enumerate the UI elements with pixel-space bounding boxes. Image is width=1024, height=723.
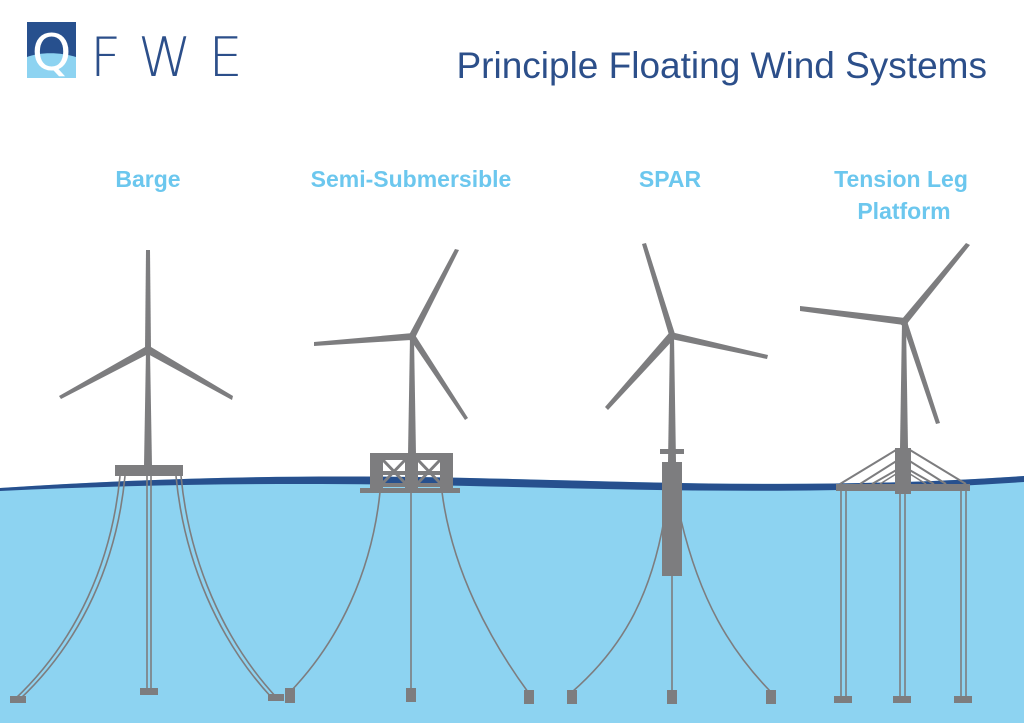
label-semi-submersible: Semi-Submersible (311, 166, 512, 192)
wave-crest (0, 476, 1024, 491)
logo-mark-letter: Q (32, 24, 71, 82)
semi-mooring-lines (289, 491, 529, 693)
spar-anchor-left (567, 690, 577, 704)
semi-anchor-right (524, 690, 534, 704)
label-tlp-line-1: Tension Leg (834, 166, 968, 192)
label-spar: SPAR (639, 166, 702, 192)
tlp-tendons (840, 488, 967, 698)
label-tlp-line-2: Platform (857, 198, 950, 224)
logo-letters: FWE (90, 26, 260, 89)
spar-rotor (605, 243, 768, 410)
semi-tower (408, 337, 416, 455)
barge-anchor-left (10, 696, 26, 703)
tlp-anchor-right (954, 696, 972, 703)
tlp-anchor-left (834, 696, 852, 703)
tlp-anchor-center (893, 696, 911, 703)
spar-tower (668, 336, 676, 462)
spar-system (567, 243, 776, 704)
barge-rotor (59, 250, 233, 400)
logo-mark-wave (27, 53, 76, 78)
qfwe-logo: Q FWE (27, 22, 260, 89)
barge-hull (115, 465, 183, 476)
sea (0, 476, 1024, 723)
semi-submersible-system (285, 249, 534, 704)
spar-anchor-center (667, 690, 677, 704)
tlp-platform (836, 448, 970, 494)
tlp-tower (900, 322, 908, 448)
spar-anchor-right (766, 690, 776, 704)
semi-rotor (314, 249, 468, 420)
semi-anchor-center (406, 688, 416, 702)
label-barge: Barge (115, 166, 180, 192)
semi-platform (360, 453, 460, 493)
barge-anchor-center (140, 688, 158, 695)
spar-mooring-lines (571, 519, 772, 693)
spar-buoy (662, 462, 682, 576)
barge-tower (144, 350, 152, 466)
tlp-rotor (800, 243, 970, 424)
barge-system (10, 250, 284, 703)
barge-anchor-right (268, 694, 284, 701)
barge-mooring-lines (13, 475, 278, 701)
tension-leg-platform-system (800, 243, 972, 703)
semi-anchor-left (285, 688, 295, 703)
page-title: Principle Floating Wind Systems (456, 45, 987, 86)
